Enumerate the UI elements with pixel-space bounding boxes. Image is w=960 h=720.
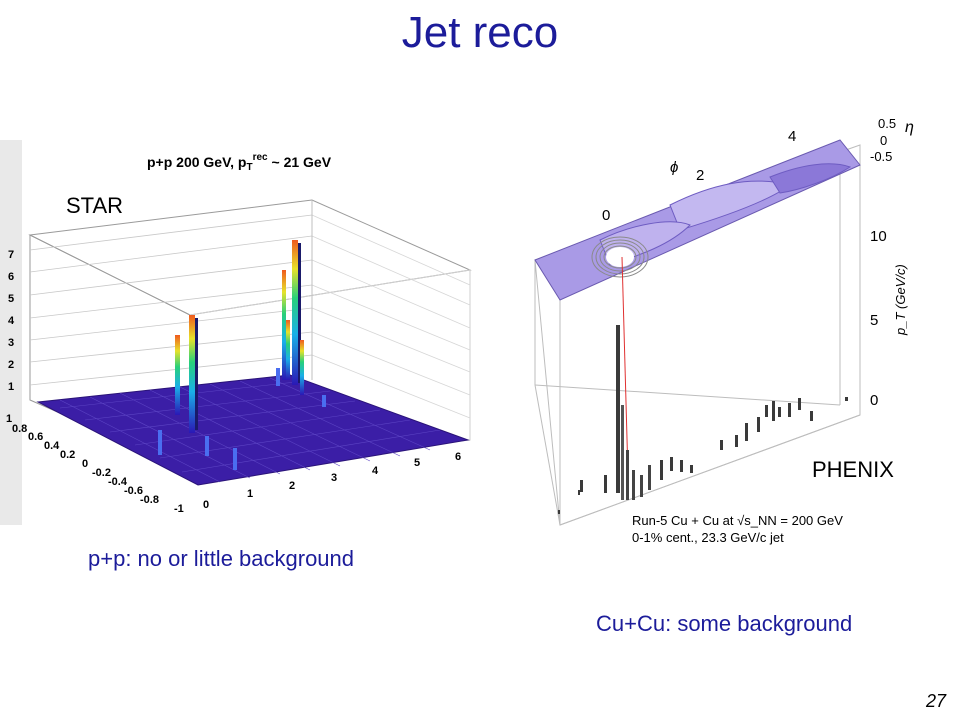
svg-text:4: 4: [8, 315, 15, 327]
svg-text:6: 6: [8, 271, 14, 283]
svg-text:0: 0: [82, 458, 88, 470]
svg-text:2: 2: [289, 480, 295, 492]
phenix-legend-line1: Run-5 Cu + Cu at √s_NN = 200 GeV: [632, 513, 843, 528]
svg-text:2: 2: [8, 359, 14, 371]
star-plot-title-sup: rec: [252, 152, 268, 163]
svg-text:0.2: 0.2: [60, 449, 75, 461]
star-plot-title: p+p 200 GeV, pTrec ~ 21 GeV: [147, 152, 331, 173]
svg-text:0.8: 0.8: [12, 423, 27, 435]
star-plot-title-main: p+p 200 GeV, p: [147, 154, 247, 170]
svg-text:3: 3: [8, 337, 14, 349]
svg-text:-0.2: -0.2: [92, 467, 111, 479]
phenix-eta-tick-05: 0.5: [878, 116, 896, 131]
svg-text:1: 1: [6, 413, 12, 425]
svg-text:1: 1: [8, 381, 14, 393]
star-phi-ticks: 0 1 2 3 4 5 6: [203, 451, 461, 511]
phenix-phi-tick-2: 2: [696, 167, 704, 184]
phenix-event-display: ϕ 0 2 4 0.5 η 0 -0.5 10 5 0 p_T (GeV/c) …: [520, 105, 920, 550]
svg-text:-0.4: -0.4: [108, 476, 128, 488]
svg-text:3: 3: [331, 472, 337, 484]
phenix-eta-tick-neg05: -0.5: [870, 149, 892, 164]
phenix-label: PHENIX: [812, 457, 894, 482]
svg-text:1: 1: [247, 488, 253, 500]
star-lego-svg: 7 6 5 4 3 2 1 1 0.8 0.6 0.4 0.2 0 -0.2 -…: [0, 140, 472, 525]
phenix-pt-tick-0: 0: [870, 392, 878, 409]
phenix-pt-tick-5: 5: [870, 312, 878, 329]
svg-text:0.6: 0.6: [28, 431, 43, 443]
star-plot-title-tail: ~ 21 GeV: [267, 154, 332, 170]
svg-text:7: 7: [8, 249, 14, 261]
star-jet-towers: [158, 240, 326, 470]
svg-text:0.4: 0.4: [44, 440, 60, 452]
svg-text:6: 6: [455, 451, 461, 463]
svg-text:5: 5: [8, 293, 14, 305]
svg-text:-0.8: -0.8: [140, 494, 159, 506]
svg-text:5: 5: [414, 457, 420, 469]
phenix-phi-tick-4: 4: [788, 128, 796, 145]
phenix-phi-label: ϕ: [670, 159, 678, 176]
star-plot-title-sub: T: [246, 162, 253, 173]
phenix-pt-axis-label: p_T (GeV/c): [893, 264, 908, 336]
svg-text:-0.6: -0.6: [124, 485, 143, 497]
phenix-background-towers: [558, 397, 848, 514]
phenix-legend-line2: 0-1% cent., 23.3 GeV/c jet: [632, 530, 784, 545]
star-z-ticks: 7 6 5 4 3 2 1: [8, 249, 15, 393]
svg-text:4: 4: [372, 465, 379, 477]
svg-text:0: 0: [203, 499, 209, 511]
phenix-caption: Cu+Cu: some background: [596, 611, 853, 636]
page-number: 27: [925, 691, 946, 711]
phenix-pt-tick-10: 10: [870, 228, 887, 245]
phenix-eta-tick-0: 0: [880, 133, 887, 148]
star-lego-plot: 7 6 5 4 3 2 1 1 0.8 0.6 0.4 0.2 0 -0.2 -…: [0, 140, 475, 525]
phenix-phi-tick-0: 0: [602, 207, 610, 224]
slide-title: Jet reco: [401, 8, 559, 57]
star-label: STAR: [66, 193, 124, 218]
phenix-eta-label: η: [905, 119, 914, 136]
star-caption: p+p: no or little background: [88, 546, 355, 571]
star-eta-ticks: 1 0.8 0.6 0.4 0.2 0 -0.2 -0.4 -0.6 -0.8 …: [6, 413, 184, 515]
phenix-svg: ϕ 0 2 4 0.5 η 0 -0.5 10 5 0 p_T (GeV/c) …: [534, 116, 914, 545]
svg-text:-1: -1: [174, 503, 184, 515]
phenix-jet-towers: [616, 256, 651, 500]
